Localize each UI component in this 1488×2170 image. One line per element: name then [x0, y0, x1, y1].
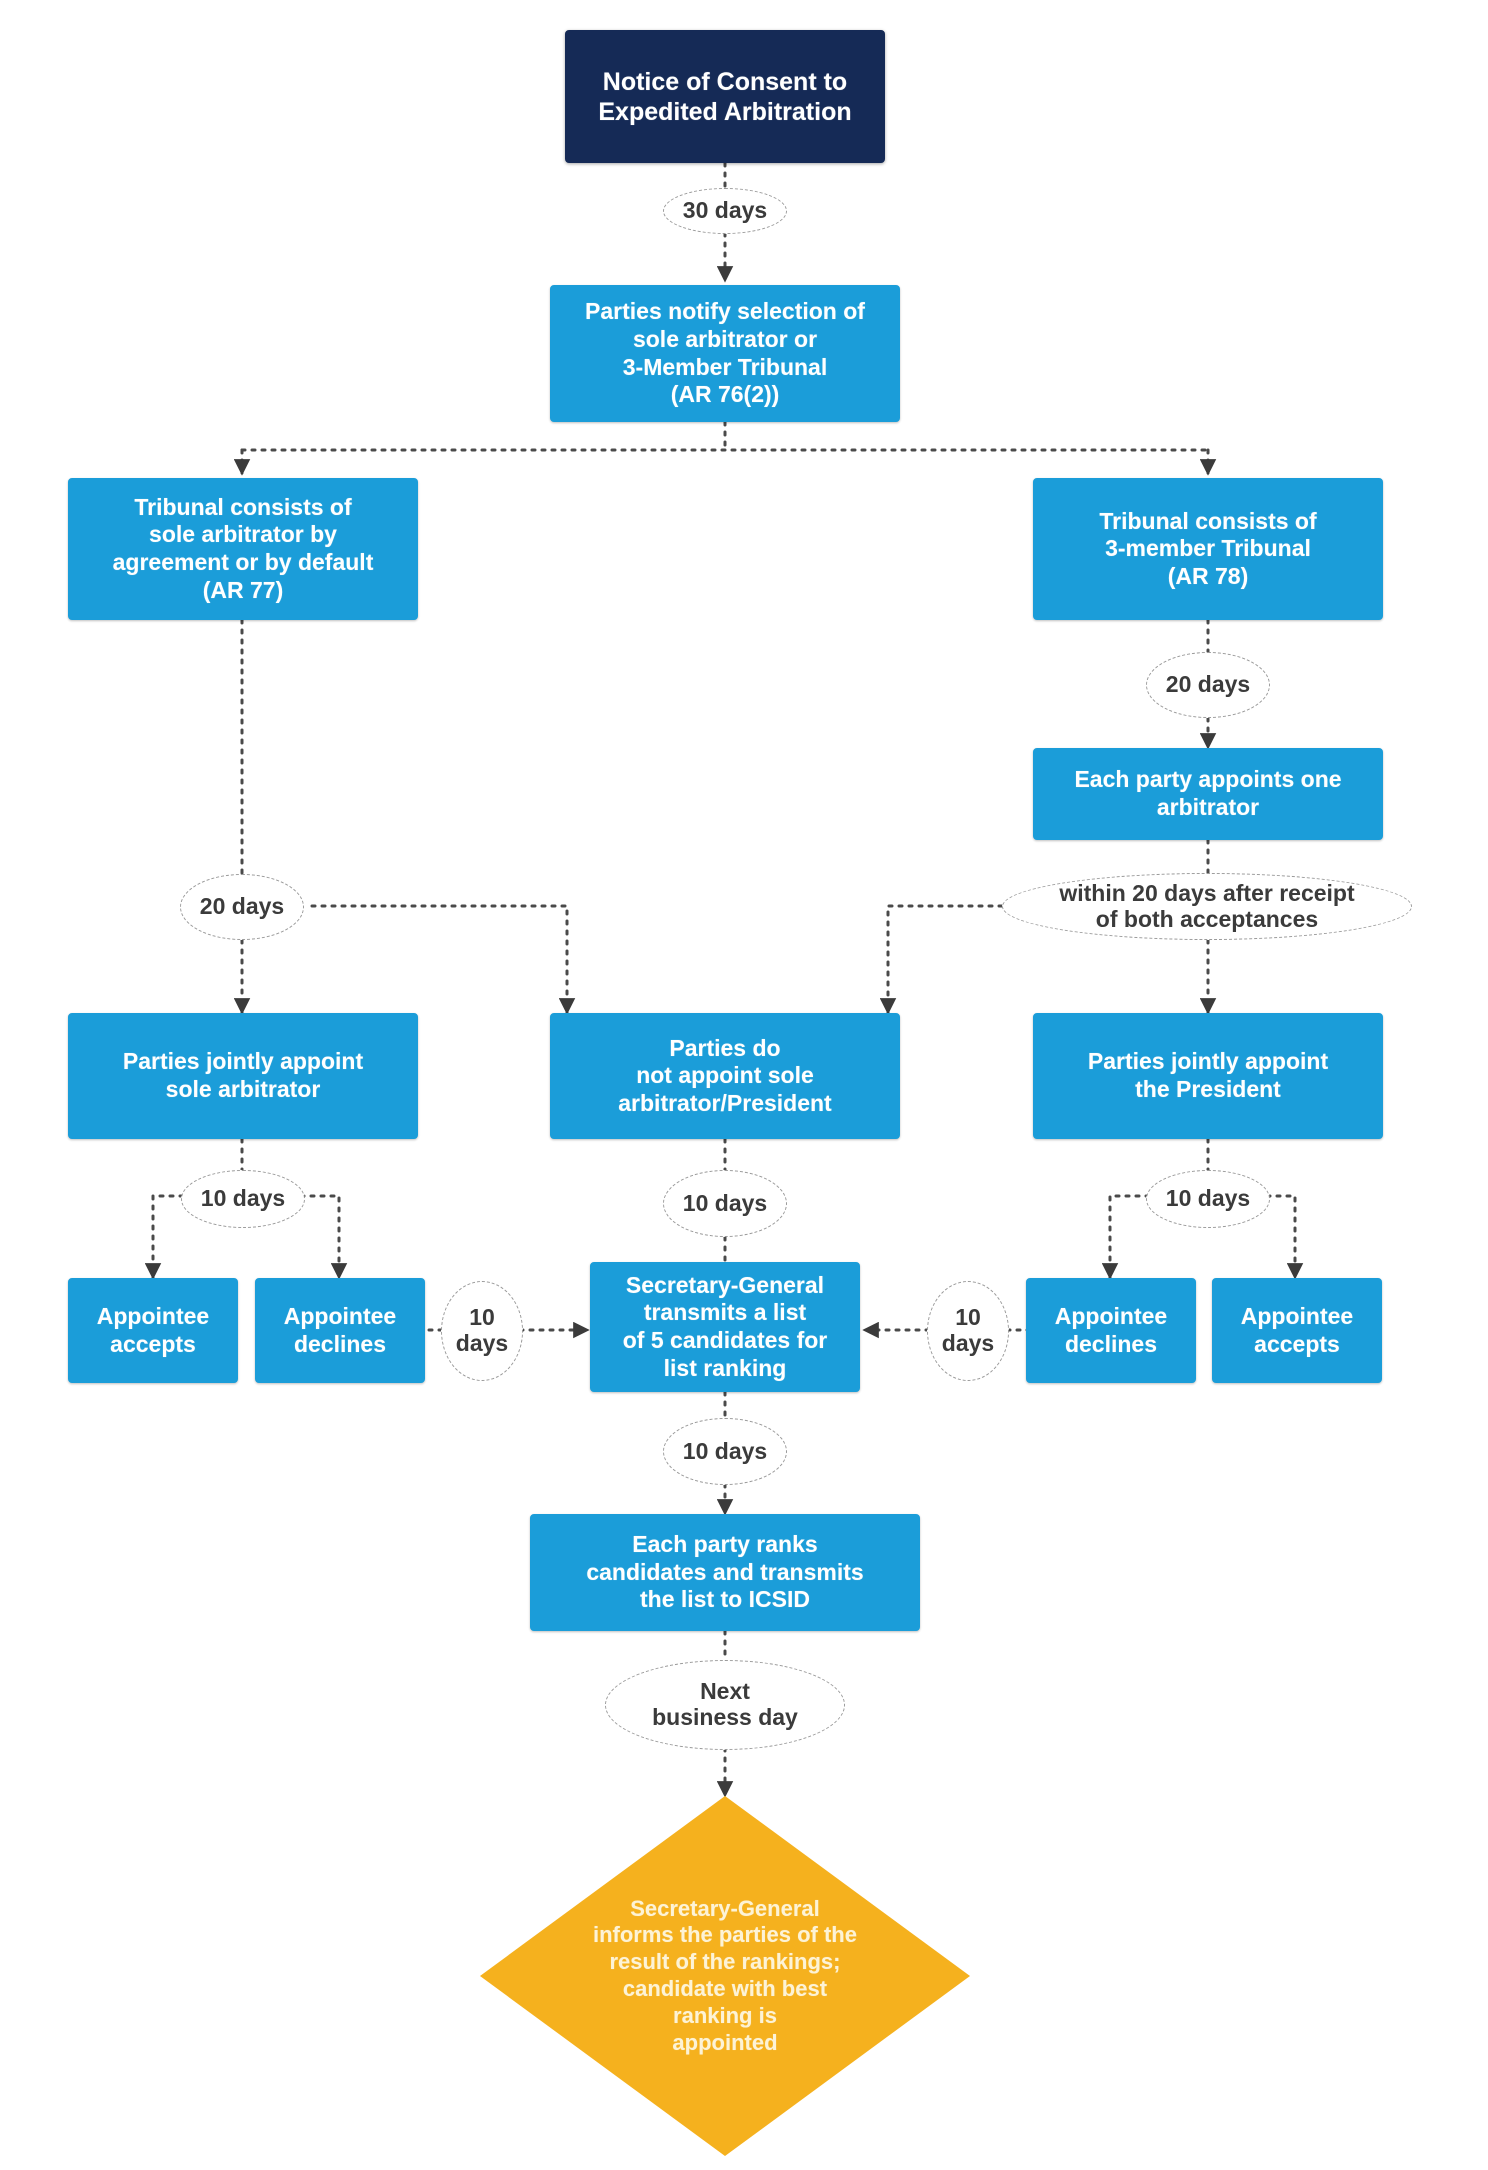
node-appointee-declines-left-label: Appointee declines	[283, 1302, 397, 1357]
node-three-member-tribunal-label: Tribunal consists of 3-member Tribunal (…	[1099, 507, 1317, 589]
node-each-party-appoints-arbitrator[interactable]: Each party appoints one arbitrator	[1033, 748, 1383, 840]
node-appointee-declines-left[interactable]: Appointee declines	[255, 1278, 425, 1383]
node-sole-arbitrator-tribunal[interactable]: Tribunal consists of sole arbitrator by …	[68, 478, 418, 620]
edge-label-20-days-right: 20 days	[1146, 652, 1270, 718]
node-notice-of-consent-label: Notice of Consent to Expedited Arbitrati…	[598, 67, 852, 126]
node-notice-of-consent[interactable]: Notice of Consent to Expedited Arbitrati…	[565, 30, 885, 163]
edge-label-next-business-day: Next business day	[605, 1660, 845, 1750]
node-secretary-general-transmits-list-label: Secretary-General transmits a list of 5 …	[622, 1271, 828, 1381]
edge-label-next-business-day-text: Next business day	[652, 1678, 798, 1730]
node-secretary-general-informs-result-label: Secretary-General informs the parties of…	[592, 1895, 857, 2055]
node-parties-do-not-appoint-label: Parties do not appoint sole arbitrator/P…	[618, 1034, 832, 1116]
node-appointee-accepts-left[interactable]: Appointee accepts	[68, 1278, 238, 1383]
node-secretary-general-informs-result[interactable]: Secretary-General informs the parties of…	[480, 1796, 970, 2156]
edge-label-10-days-right-split-text: 10 days	[1165, 1185, 1251, 1212]
edge-label-10-days-to-sg-left: 10 days	[441, 1281, 523, 1381]
node-parties-notify-selection-label: Parties notify selection of sole arbitra…	[585, 298, 865, 408]
node-appointee-declines-right-label: Appointee declines	[1054, 1302, 1168, 1357]
node-parties-notify-selection[interactable]: Parties notify selection of sole arbitra…	[550, 285, 900, 422]
node-three-member-tribunal[interactable]: Tribunal consists of 3-member Tribunal (…	[1033, 478, 1383, 620]
edge-label-within-20-days-text: within 20 days after receipt of both acc…	[1059, 879, 1355, 932]
edge-within20-to-do-not-appoint	[879, 904, 1004, 1015]
edge-label-10-days-to-sg-right: 10 days	[927, 1281, 1009, 1381]
node-parties-do-not-appoint[interactable]: Parties do not appoint sole arbitrator/P…	[550, 1013, 900, 1139]
edge-label-10-days-right-split: 10 days	[1146, 1170, 1270, 1228]
node-appointee-declines-right[interactable]: Appointee declines	[1026, 1278, 1196, 1383]
node-each-party-appoints-arbitrator-label: Each party appoints one arbitrator	[1074, 766, 1342, 820]
node-jointly-appoint-president-label: Parties jointly appoint the President	[1087, 1048, 1329, 1102]
node-appointee-accepts-left-label: Appointee accepts	[96, 1302, 210, 1357]
node-each-party-ranks-candidates-label: Each party ranks candidates and transmit…	[586, 1531, 864, 1613]
edge-label-10-days-to-ranking: 10 days	[663, 1418, 787, 1485]
node-sole-arbitrator-tribunal-label: Tribunal consists of sole arbitrator by …	[112, 493, 374, 603]
node-jointly-appoint-president[interactable]: Parties jointly appoint the President	[1033, 1013, 1383, 1139]
edge-label-30-days: 30 days	[663, 188, 787, 234]
edge-label-30-days-text: 30 days	[682, 197, 768, 224]
edge-label-10-days-to-sg-left-text: 10 days	[455, 1304, 509, 1356]
node-each-party-ranks-candidates[interactable]: Each party ranks candidates and transmit…	[530, 1514, 920, 1631]
edge-label-20-days-left-text: 20 days	[199, 893, 285, 920]
edge-20days-to-do-not-appoint	[310, 904, 576, 1015]
edge-label-10-days-middle-text: 10 days	[682, 1189, 768, 1216]
edge-label-10-days-left-split-text: 10 days	[200, 1185, 286, 1212]
edge-label-within-20-days: within 20 days after receipt of both acc…	[1002, 873, 1412, 940]
node-appointee-accepts-right[interactable]: Appointee accepts	[1212, 1278, 1382, 1383]
node-jointly-appoint-sole-arbitrator[interactable]: Parties jointly appoint sole arbitrator	[68, 1013, 418, 1139]
node-appointee-accepts-right-label: Appointee accepts	[1240, 1302, 1354, 1357]
node-jointly-appoint-sole-arbitrator-label: Parties jointly appoint sole arbitrator	[122, 1048, 364, 1102]
edge-label-20-days-right-text: 20 days	[1165, 671, 1251, 698]
node-secretary-general-transmits-list[interactable]: Secretary-General transmits a list of 5 …	[590, 1262, 860, 1392]
edge-label-10-days-left-split: 10 days	[181, 1170, 305, 1228]
edge-label-10-days-to-sg-right-text: 10 days	[941, 1304, 995, 1356]
edge-label-20-days-left: 20 days	[180, 874, 304, 940]
edge-label-10-days-to-ranking-text: 10 days	[682, 1437, 768, 1464]
edge-label-10-days-middle: 10 days	[663, 1170, 787, 1237]
